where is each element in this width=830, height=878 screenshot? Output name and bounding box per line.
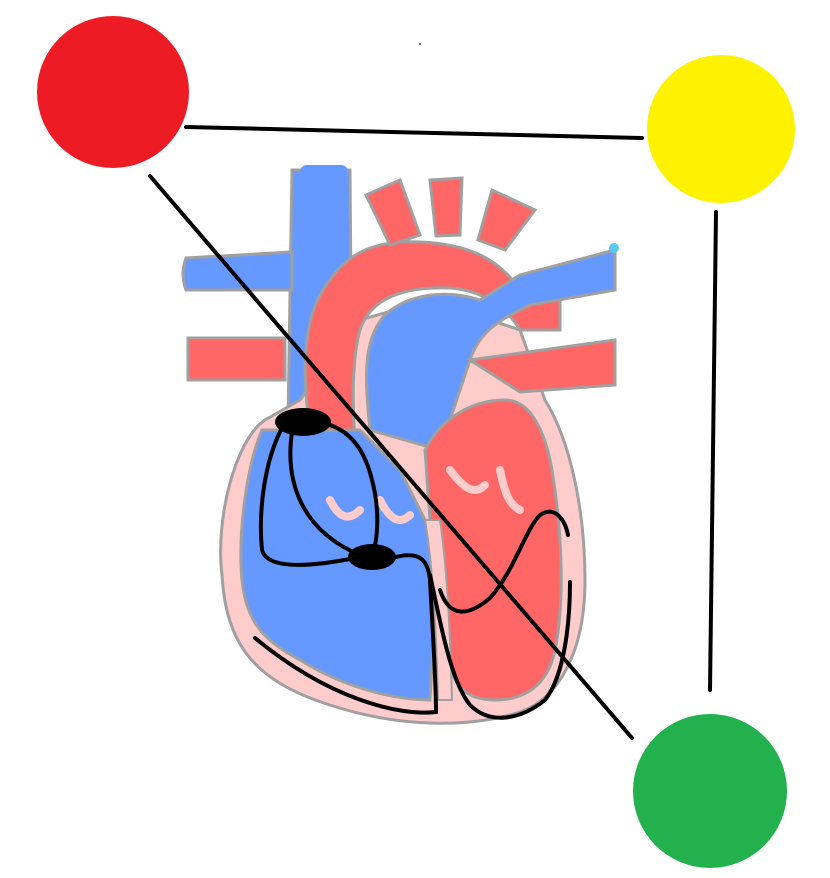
right-pulmonary-artery	[181, 250, 294, 292]
pulmonary-trunk	[365, 248, 617, 452]
left-subclavian-artery	[476, 187, 538, 252]
right-ventricle	[239, 428, 440, 702]
tricuspid-valve	[326, 496, 414, 524]
right-bundle-branch	[253, 553, 439, 715]
left-pulmonary-vein	[465, 338, 617, 394]
mitral-valve	[446, 466, 524, 514]
sinoatrial-node	[275, 408, 331, 436]
internodal-pathway-posterior	[258, 426, 357, 567]
lead-lines	[148, 125, 718, 740]
pulmonary-artery-tip	[609, 243, 619, 253]
left-bundle-branch-anterior	[438, 509, 570, 614]
superior-vena-cava-cap	[300, 165, 348, 179]
lead-I-line	[184, 125, 644, 140]
internodal-pathway-middle	[288, 430, 362, 557]
image-speck	[419, 43, 421, 45]
heart-illustration	[181, 165, 619, 725]
lead-II-line	[148, 174, 634, 740]
atrioventricular-node	[348, 544, 396, 570]
left-common-carotid-artery	[428, 176, 464, 238]
left-arm-electrode	[647, 55, 795, 203]
lead-III-line	[708, 210, 718, 692]
brachiocephalic-artery	[363, 177, 422, 247]
right-arm-electrode	[37, 16, 189, 168]
right-pulmonary-vein	[186, 336, 287, 382]
left-leg-electrode	[633, 714, 787, 868]
left-bundle-branch-posterior	[428, 573, 572, 720]
